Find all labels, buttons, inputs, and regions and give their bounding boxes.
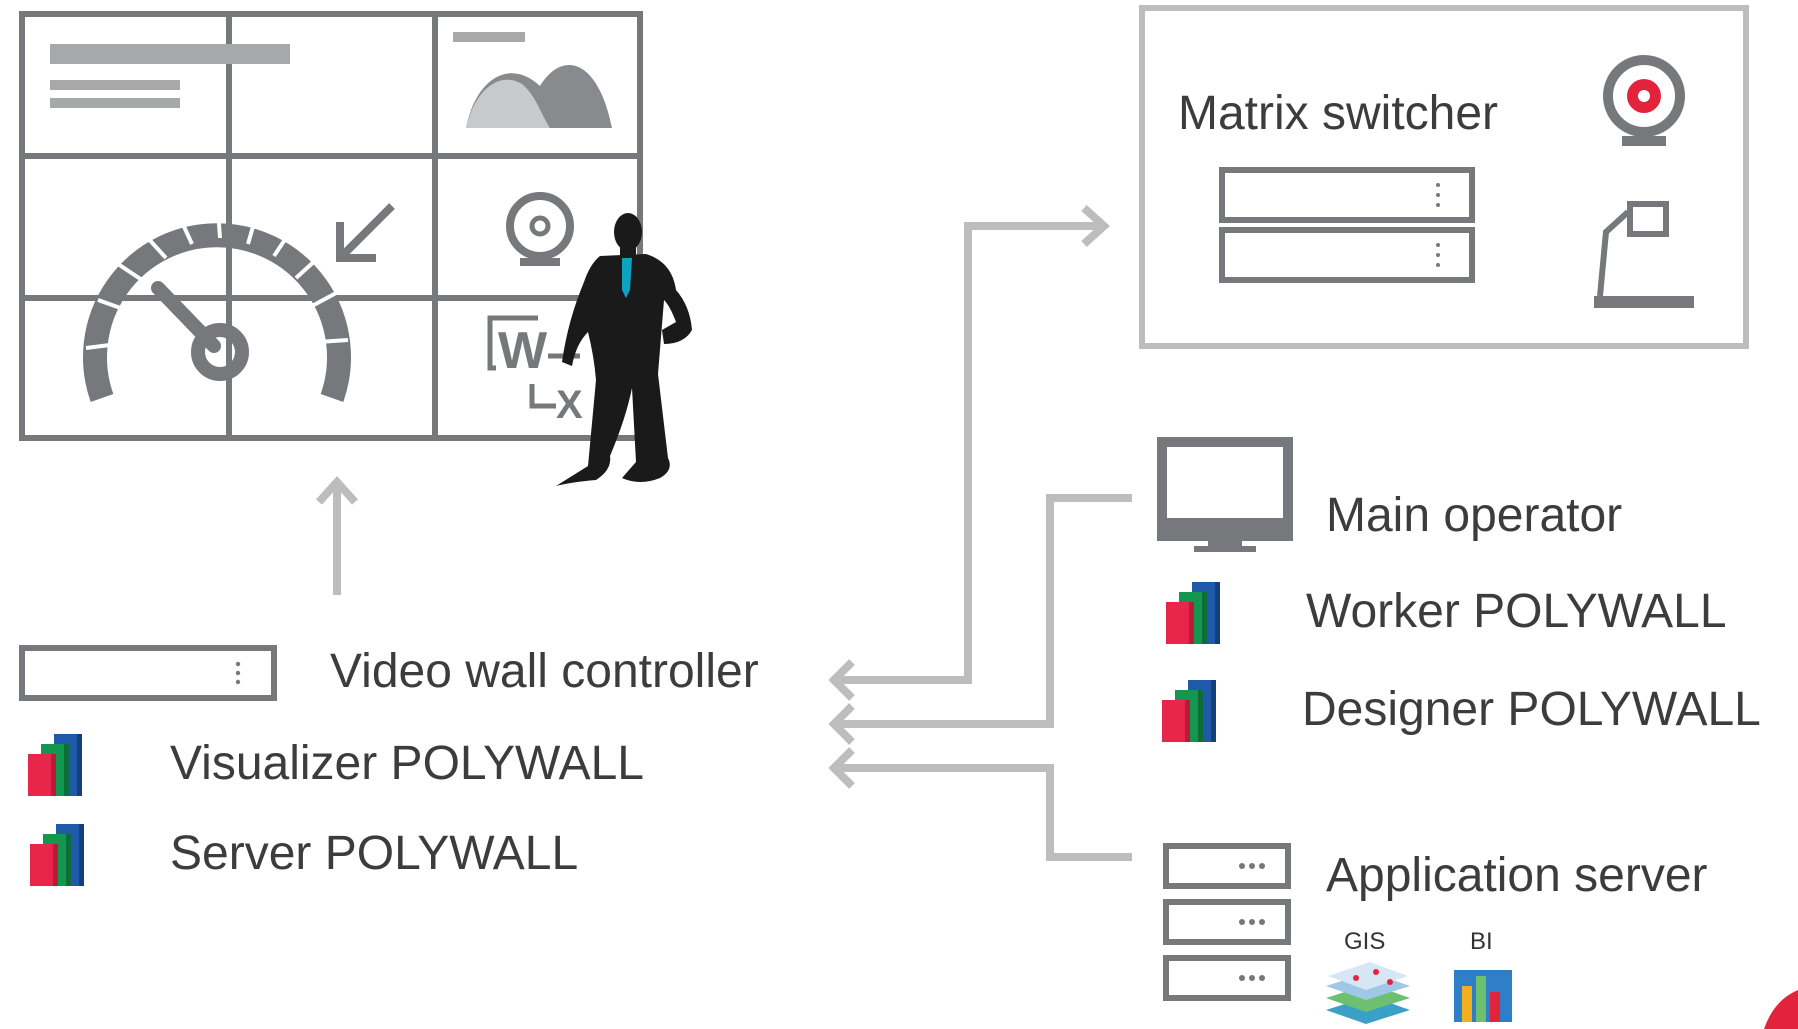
controller-rack-icon: [19, 645, 277, 701]
designer-polywall-logo-icon: [1162, 680, 1216, 742]
worker-polywall-label: Worker POLYWALL: [1306, 585, 1727, 638]
server-rack-icon: [1163, 843, 1291, 1001]
text-lines-icon: [50, 44, 290, 108]
red-webcam-icon: [1603, 55, 1685, 146]
webcam-icon: [506, 192, 574, 266]
designer-polywall-label: Designer POLYWALL: [1302, 683, 1761, 736]
server-polywall-label: Server POLYWALL: [170, 827, 579, 880]
main-operator-label: Main operator: [1326, 489, 1623, 542]
corner-logo-fragment: [1764, 990, 1798, 1029]
collapse-arrow-icon: [336, 203, 395, 262]
bi-label: BI: [1470, 928, 1493, 955]
word-excel-icon: W X: [487, 315, 583, 427]
matrix-switcher-box: [1139, 5, 1749, 349]
businessman-silhouette-icon: [556, 213, 692, 486]
monitor-icon: [1157, 437, 1293, 552]
application-server-title: Application server: [1326, 849, 1708, 902]
visualizer-polywall-logo-icon: [28, 734, 82, 796]
svg-text:W: W: [498, 322, 548, 380]
gauge-icon: [83, 209, 351, 402]
area-chart-icon: [453, 32, 612, 128]
gis-label: GIS: [1344, 928, 1386, 955]
matrix-switcher-title: Matrix switcher: [1178, 87, 1499, 140]
up-arrow: [316, 476, 358, 595]
server-polywall-logo-icon: [30, 824, 84, 886]
gis-layers-icon: [1326, 962, 1410, 1024]
visualizer-polywall-label: Visualizer POLYWALL: [170, 737, 644, 790]
worker-polywall-logo-icon: [1166, 582, 1220, 644]
video-wall-controller-label: Video wall controller: [330, 645, 759, 698]
document-camera-icon: [1594, 201, 1694, 308]
svg-text:X: X: [556, 383, 583, 427]
bi-cube-icon: [1454, 970, 1512, 1022]
connector-lines: [828, 205, 1132, 861]
